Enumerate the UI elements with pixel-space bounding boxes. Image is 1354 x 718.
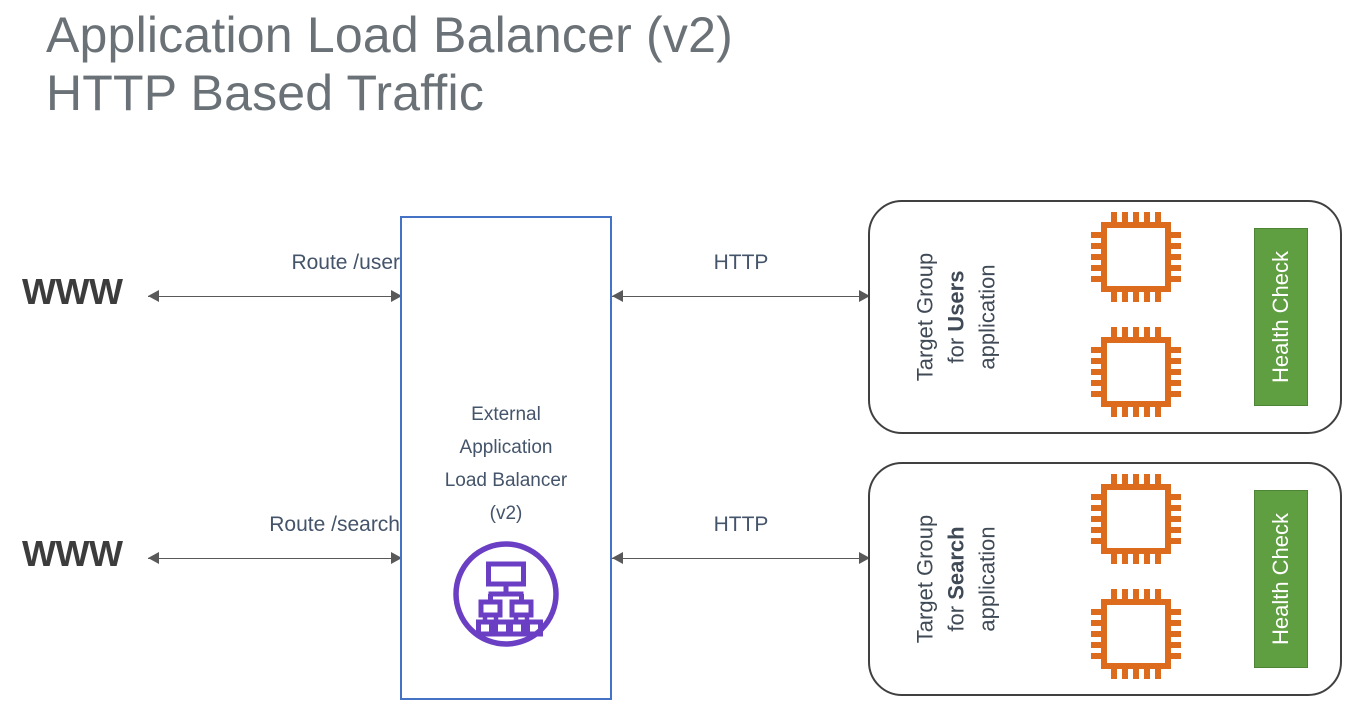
health-check-label: Health Check [1268,512,1293,646]
client-www-top: WWW [22,271,123,312]
arrow-head-left-icon [612,290,623,302]
arrow-http-users: HTTP [612,251,870,318]
page-title: Application Load Balancer (v2) HTTP Base… [46,6,946,122]
cpu-chip-icon [1084,582,1188,691]
target-group-users-label-line-1: Target Group [912,252,938,382]
arrow-label-http-search: HTTP [713,513,769,536]
arrow-head-right-icon [859,290,870,302]
target-group-users-label: Target Group for Users application [886,202,1026,432]
arrow-label-http-users: HTTP [713,251,769,274]
cpu-chip-icon [1084,467,1188,576]
load-balancer-caption-line-4: (v2) [489,503,523,524]
title-line-2: HTTP Based Traffic [46,65,485,121]
title-line-1: Application Load Balancer (v2) [46,7,733,63]
arrow-line [148,296,402,297]
target-group-search-label-line-3: application [974,526,1000,632]
health-check-badge-users[interactable]: Health Check [1254,228,1308,406]
arrow-head-right-icon [391,552,402,564]
cpu-chip-icon [1084,205,1188,314]
load-balancer-caption-line-3: Load Balancer [444,470,568,491]
client-www-bottom: WWW [22,533,123,574]
target-group-users-label-line-2: for Users [941,253,972,381]
arrow-route-user: Route /user [148,251,402,318]
arrow-head-left-icon [148,290,159,302]
label-strong: Users [943,270,969,332]
cpu-chip-icon [1084,320,1188,429]
target-group-users-label-line-3: application [974,264,1000,370]
target-group-search[interactable]: Target Group for Search application [868,462,1342,696]
arrow-route-search: Route /search [148,513,402,580]
arrow-line [612,558,870,559]
arrow-line [148,558,402,559]
health-check-label: Health Check [1268,250,1293,384]
label-prefix: for [943,599,969,632]
label-prefix: for [943,331,969,364]
arrow-head-right-icon [859,552,870,564]
target-group-search-label-line-2: for Search [941,515,972,643]
load-balancer-caption-line-1: External [471,404,541,425]
arrow-head-left-icon [148,552,159,564]
load-balancer-caption-line-2: Application [459,437,553,458]
load-balancer-icon [452,540,560,648]
load-balancer-box[interactable]: External Application Load Balancer (v2) [400,216,612,700]
health-check-badge-search[interactable]: Health Check [1254,490,1308,668]
arrow-http-search: HTTP [612,513,870,580]
target-group-search-instances [1084,467,1188,691]
arrow-head-right-icon [391,290,402,302]
target-group-search-label-line-1: Target Group [912,514,938,644]
arrow-label-route-user: Route /user [291,251,400,274]
label-strong: Search [943,526,969,600]
target-group-users-instances [1084,205,1188,429]
target-group-search-label: Target Group for Search application [886,464,1026,694]
arrow-label-route-search: Route /search [269,513,400,536]
load-balancer-caption: External Application Load Balancer (v2) [402,398,610,530]
arrow-line [612,296,870,297]
arrow-head-left-icon [612,552,623,564]
target-group-users[interactable]: Target Group for Users application [868,200,1342,434]
